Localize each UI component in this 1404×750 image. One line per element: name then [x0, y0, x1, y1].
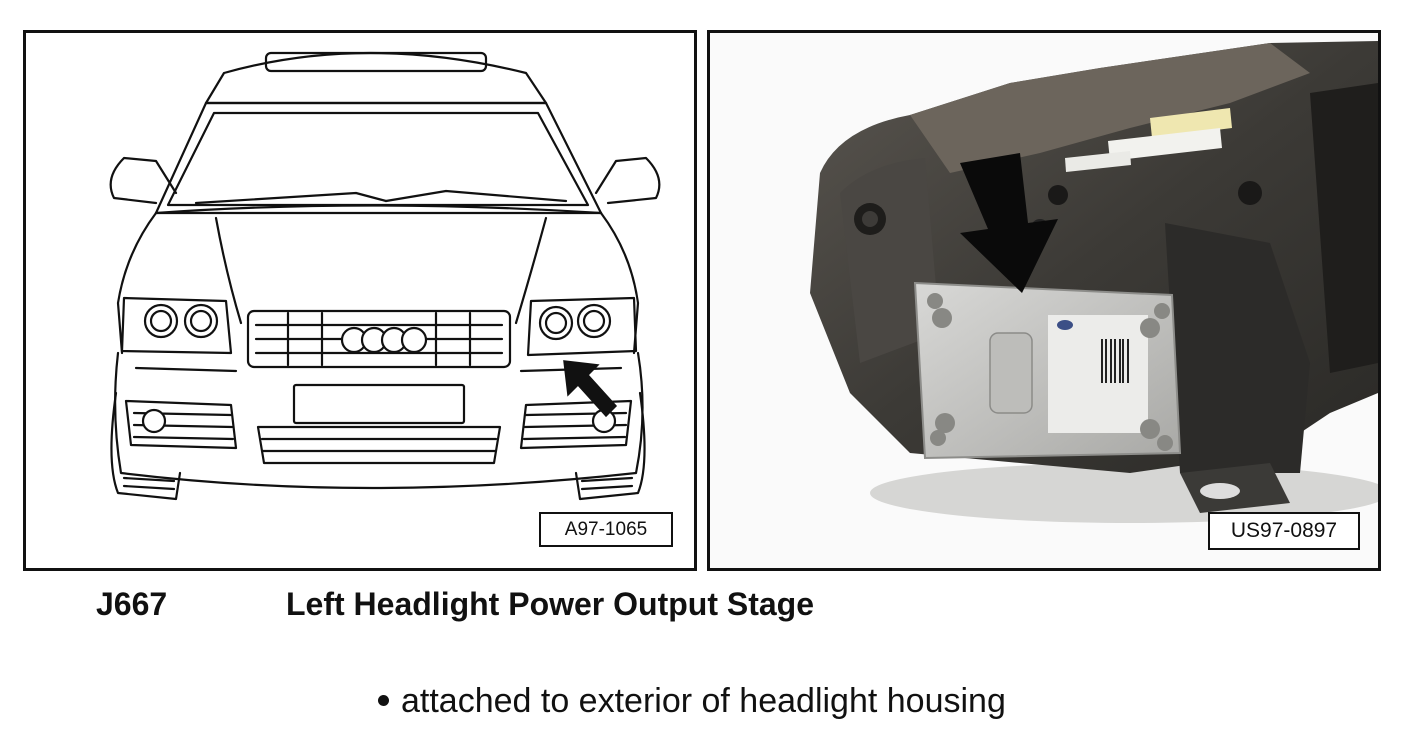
headlight-photo-illustration [710, 33, 1378, 568]
car-front-drawing [109, 51, 661, 501]
figure-reference-label: US97-0897 [1208, 512, 1360, 550]
figure-headlight-photo: US97-0897 [707, 30, 1381, 571]
bullet-list-item: attached to exterior of headlight housin… [378, 682, 1006, 721]
bullet-text: attached to exterior of headlight housin… [401, 682, 1006, 720]
component-title: Left Headlight Power Output Stage [286, 586, 815, 622]
figure-car-front: A97-1065 [23, 30, 697, 571]
figure-reference-label: A97-1065 [539, 512, 673, 547]
pointer-arrow [563, 360, 618, 418]
component-code: J667 [96, 586, 168, 622]
bullet-icon [378, 694, 389, 706]
